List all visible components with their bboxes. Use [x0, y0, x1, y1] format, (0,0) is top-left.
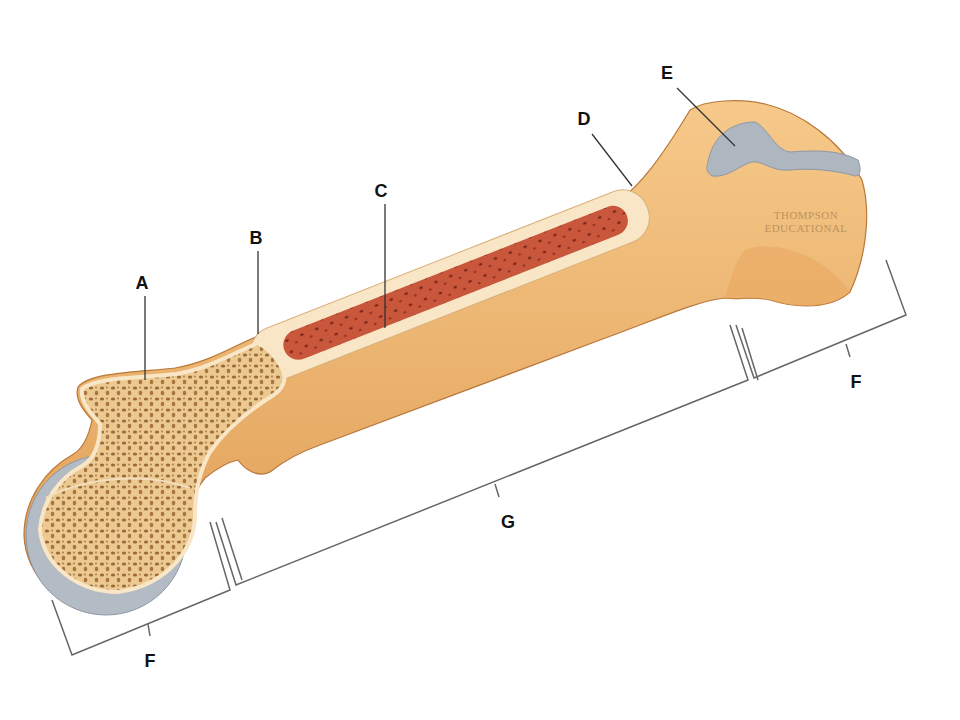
watermark: THOMPSON EDUCATIONAL — [758, 209, 854, 234]
medullary-cavity — [279, 201, 632, 364]
epiphyseal-line — [46, 479, 190, 498]
region-letter: G — [501, 513, 515, 531]
callout-letter: B — [250, 229, 263, 247]
leader-lines — [145, 88, 735, 380]
callout-letter: D — [578, 110, 591, 128]
callout-letter: C — [375, 182, 388, 200]
spongy-bone — [40, 343, 284, 592]
callout-letter: E — [661, 64, 673, 82]
region-letter: F — [851, 373, 862, 391]
region-letter: F — [145, 652, 156, 670]
region-brackets — [52, 260, 906, 655]
compact-bone-cut — [243, 182, 657, 388]
condyle-shade — [725, 246, 850, 305]
bone-outline — [24, 101, 867, 612]
callout-letter: A — [136, 274, 149, 292]
articular-cartilage — [707, 122, 860, 176]
